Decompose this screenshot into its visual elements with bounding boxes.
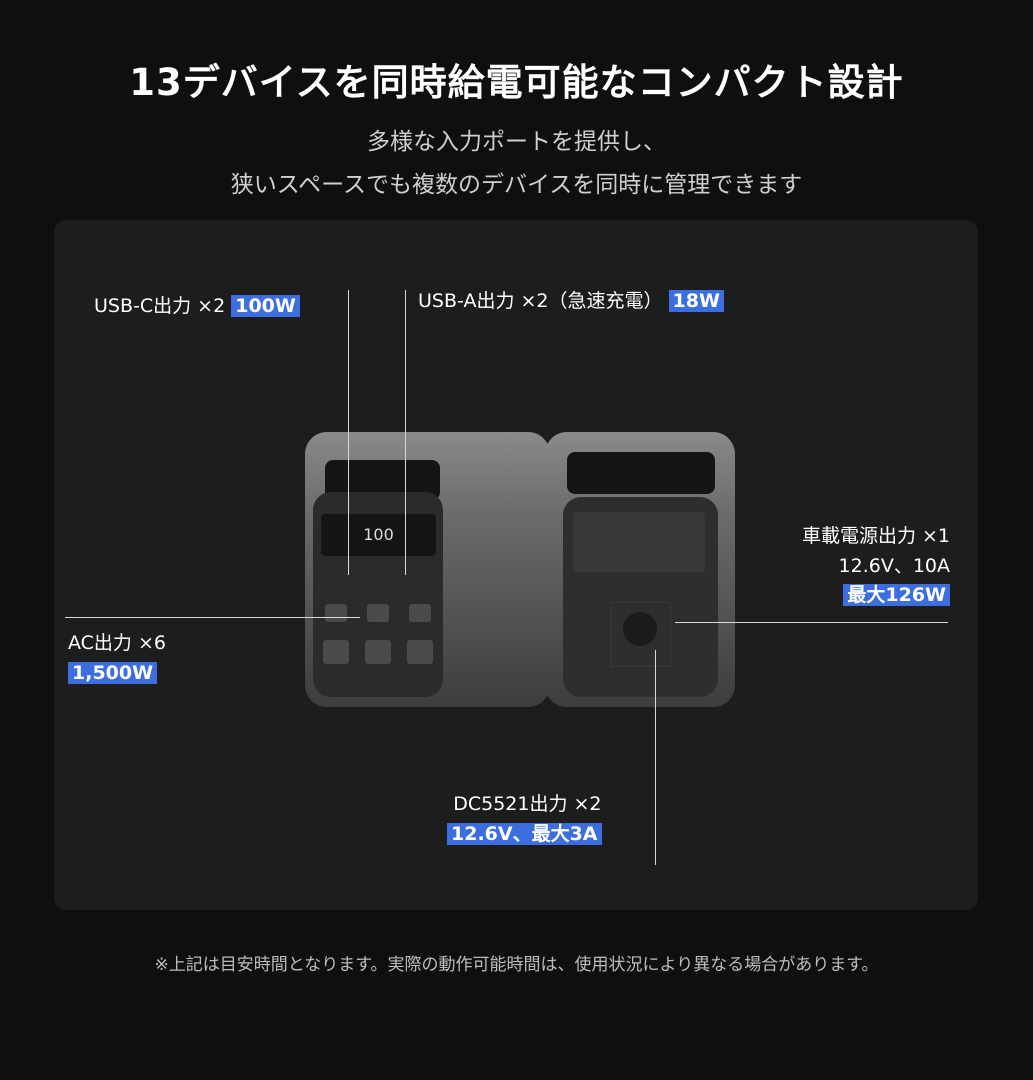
- car-callout: 車載電源出力 ×1 12.6V、10A 最大126W: [802, 523, 950, 608]
- usba-value: 18W: [668, 290, 724, 312]
- usba-leader-line: [405, 290, 406, 575]
- ac-callout: AC出力 ×6 1,500W: [68, 630, 166, 686]
- subtitle-line-1: 多様な入力ポートを提供し、: [367, 129, 666, 155]
- car-leader-line: [675, 622, 948, 623]
- car-spec: 12.6V、10A: [838, 555, 950, 577]
- footnote: ※上記は目安時間となります。実際の動作可能時間は、使用状況により異なる場合があり…: [154, 955, 879, 975]
- dc-label: DC5521出力 ×2: [453, 793, 602, 815]
- dc-callout: DC5521出力 ×2 12.6V、最大3A: [447, 791, 602, 847]
- front-panel: 100: [313, 492, 443, 697]
- dc-leader-line: [655, 650, 656, 865]
- lcd-display: 100: [321, 514, 436, 556]
- usbc-label: USB-C出力 ×2: [94, 295, 226, 317]
- power-station-front-image: 100: [305, 432, 550, 707]
- power-station-rear-image: [545, 432, 735, 707]
- usbc-leader-line: [348, 290, 349, 575]
- ac-value: 1,500W: [68, 662, 158, 684]
- ac-label: AC出力 ×6: [68, 632, 166, 654]
- usba-label: USB-A出力 ×2（急速充電）: [418, 290, 663, 312]
- page-title: 13デバイスを同時給電可能なコンパクト設計: [129, 61, 904, 104]
- usbc-value: 100W: [231, 295, 300, 317]
- ac-leader-line: [65, 617, 360, 618]
- usbc-callout: USB-C出力 ×2 100W: [94, 293, 300, 319]
- dc-value: 12.6V、最大3A: [447, 823, 602, 845]
- car-value: 最大126W: [843, 584, 950, 606]
- vent-grille: [567, 452, 715, 494]
- usba-callout: USB-A出力 ×2（急速充電） 18W: [418, 288, 724, 314]
- car-label: 車載電源出力 ×1: [801, 525, 950, 547]
- rear-panel: [563, 497, 718, 697]
- subtitle-line-2: 狭いスペースでも複数のデバイスを同時に管理できます: [230, 172, 803, 198]
